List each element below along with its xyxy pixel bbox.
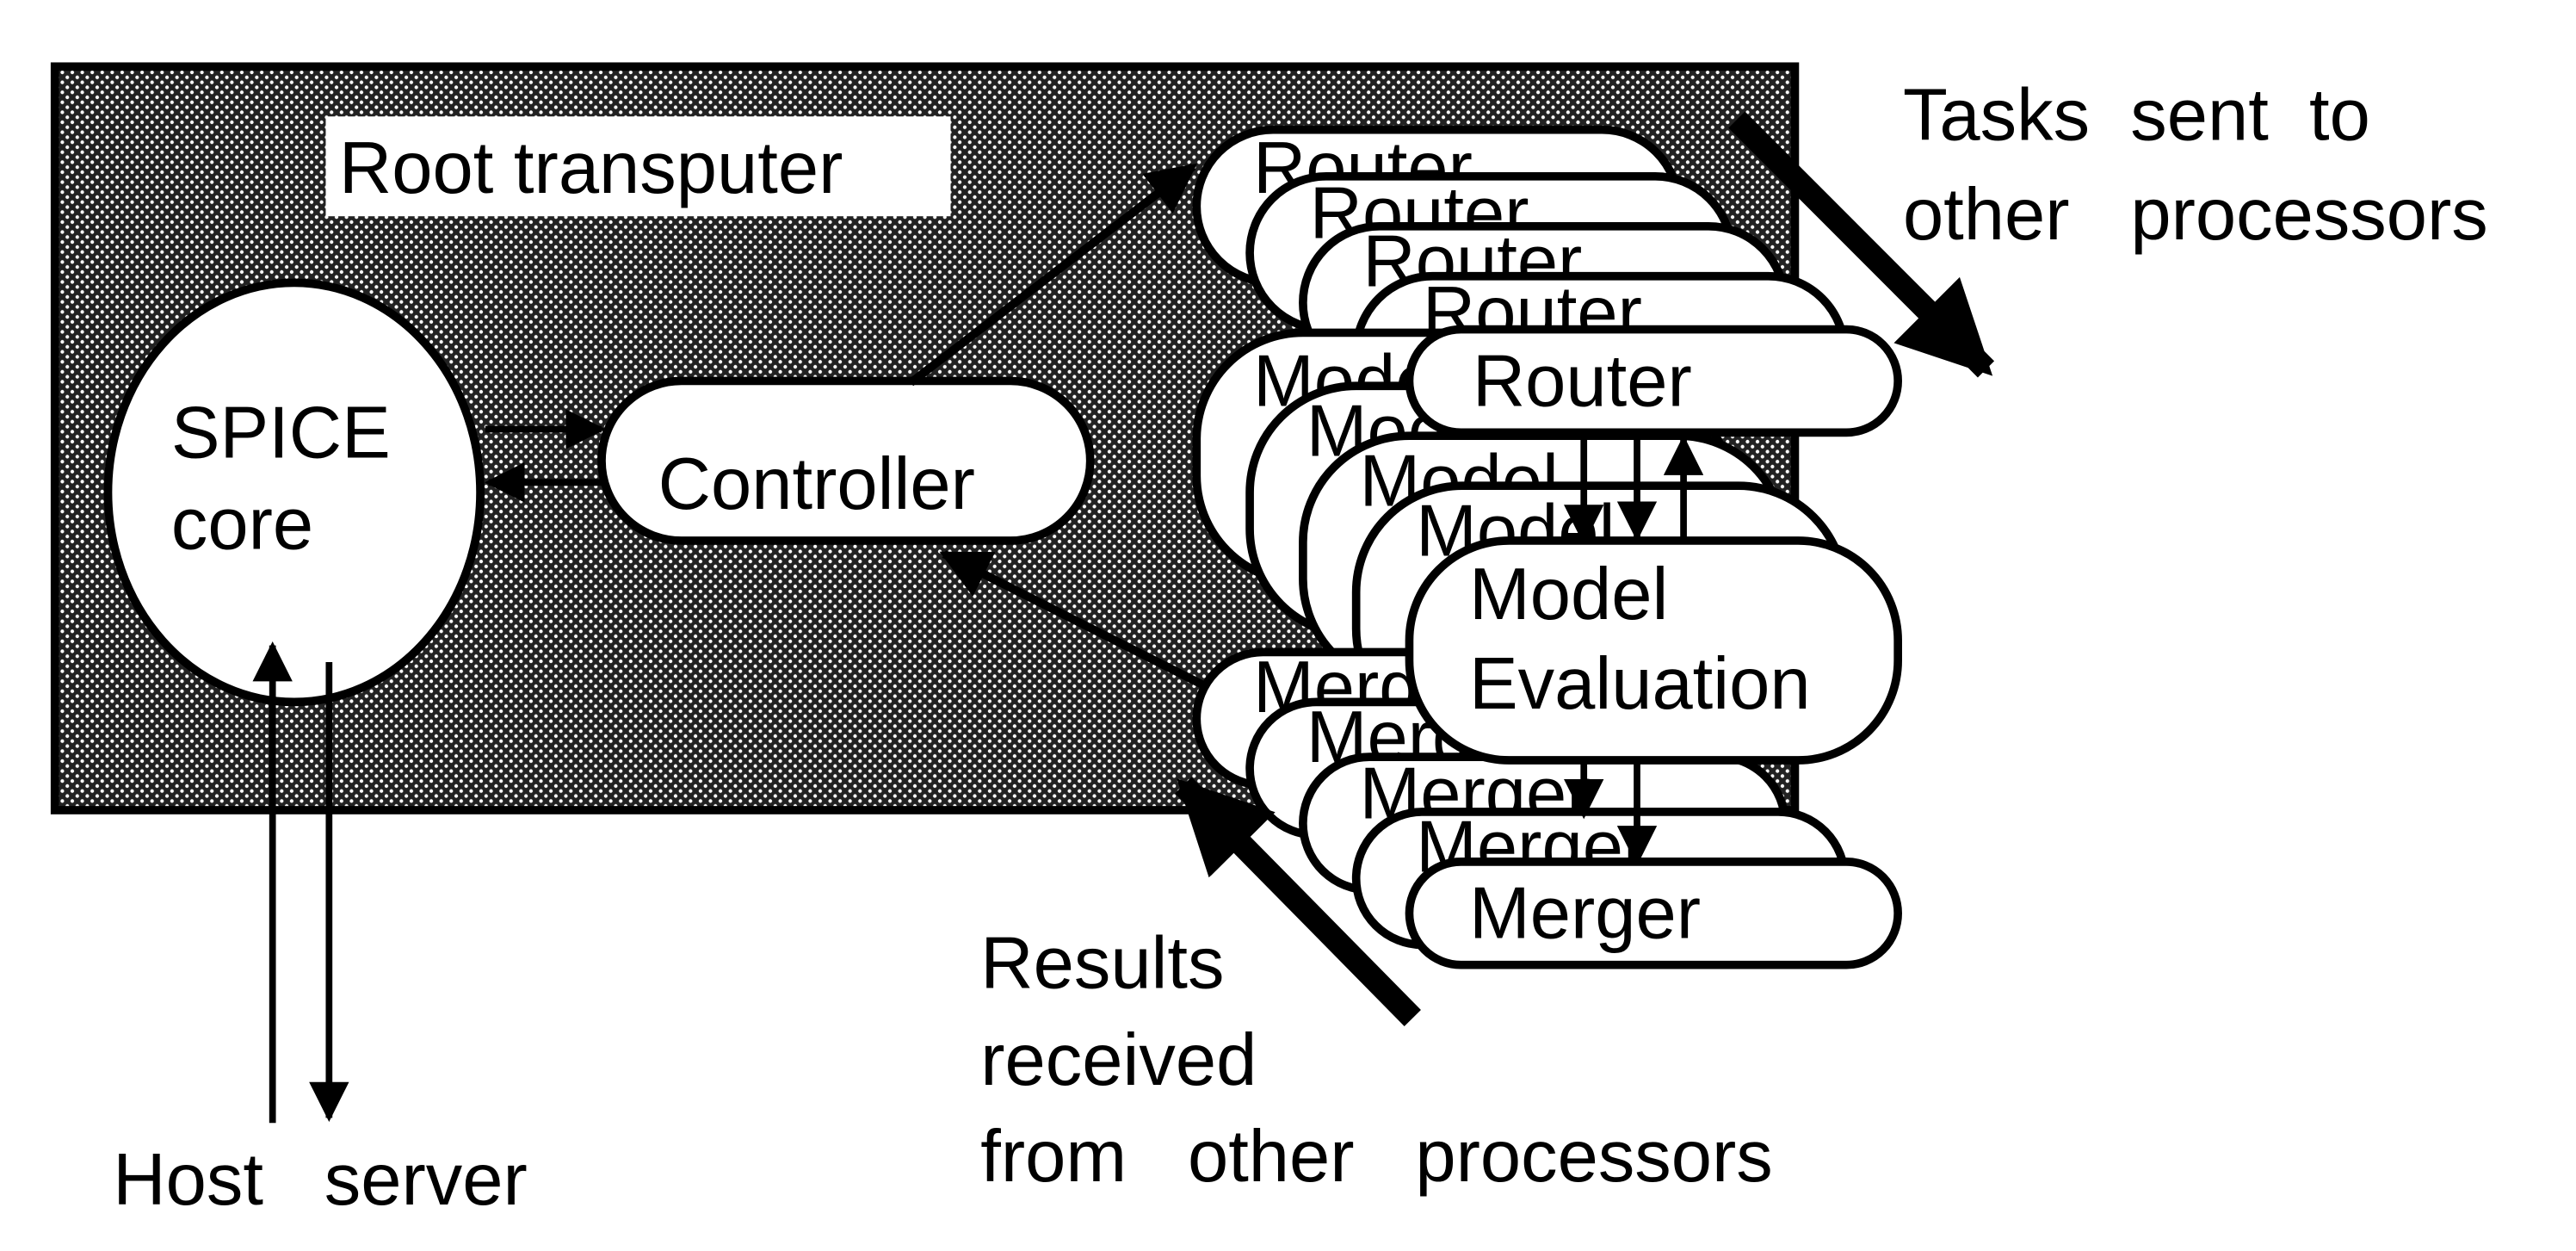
model-evaluation-node[interactable] bbox=[1405, 536, 1902, 765]
tasks-sent-arrow bbox=[1728, 111, 1995, 378]
spice-core-label-line1: SPICE bbox=[171, 392, 391, 474]
region-label-background bbox=[325, 116, 951, 217]
tasks-sent-label-line2: other processors bbox=[1903, 174, 2488, 256]
tasks-sent-label-line1: Tasks sent to bbox=[1903, 74, 2370, 156]
results-received-arrow bbox=[1175, 777, 1421, 1026]
router-label-front: Router bbox=[1473, 340, 1692, 422]
region-label: Root transputer bbox=[339, 127, 843, 209]
spice-core-label-line2: core bbox=[171, 484, 313, 566]
controller-label: Controller bbox=[658, 443, 975, 525]
host-server-label: Host server bbox=[113, 1139, 527, 1221]
results-received-label-line2: received bbox=[980, 1019, 1257, 1101]
controller-to-router-arrow bbox=[908, 163, 1198, 387]
results-received-label-line1: Results bbox=[980, 923, 1224, 1005]
merger-node-front[interactable] bbox=[1405, 858, 1902, 969]
router-node-front[interactable] bbox=[1405, 325, 1902, 437]
model-evaluation-label-line1: Model bbox=[1469, 554, 1668, 635]
results-received-label-line3: from other processors bbox=[980, 1116, 1773, 1198]
controller-node[interactable] bbox=[597, 376, 1095, 545]
spice-core-node[interactable] bbox=[103, 278, 485, 707]
model-evaluation-label-line2: Evaluation bbox=[1469, 643, 1811, 725]
merger-label-front: Merger bbox=[1469, 873, 1701, 955]
